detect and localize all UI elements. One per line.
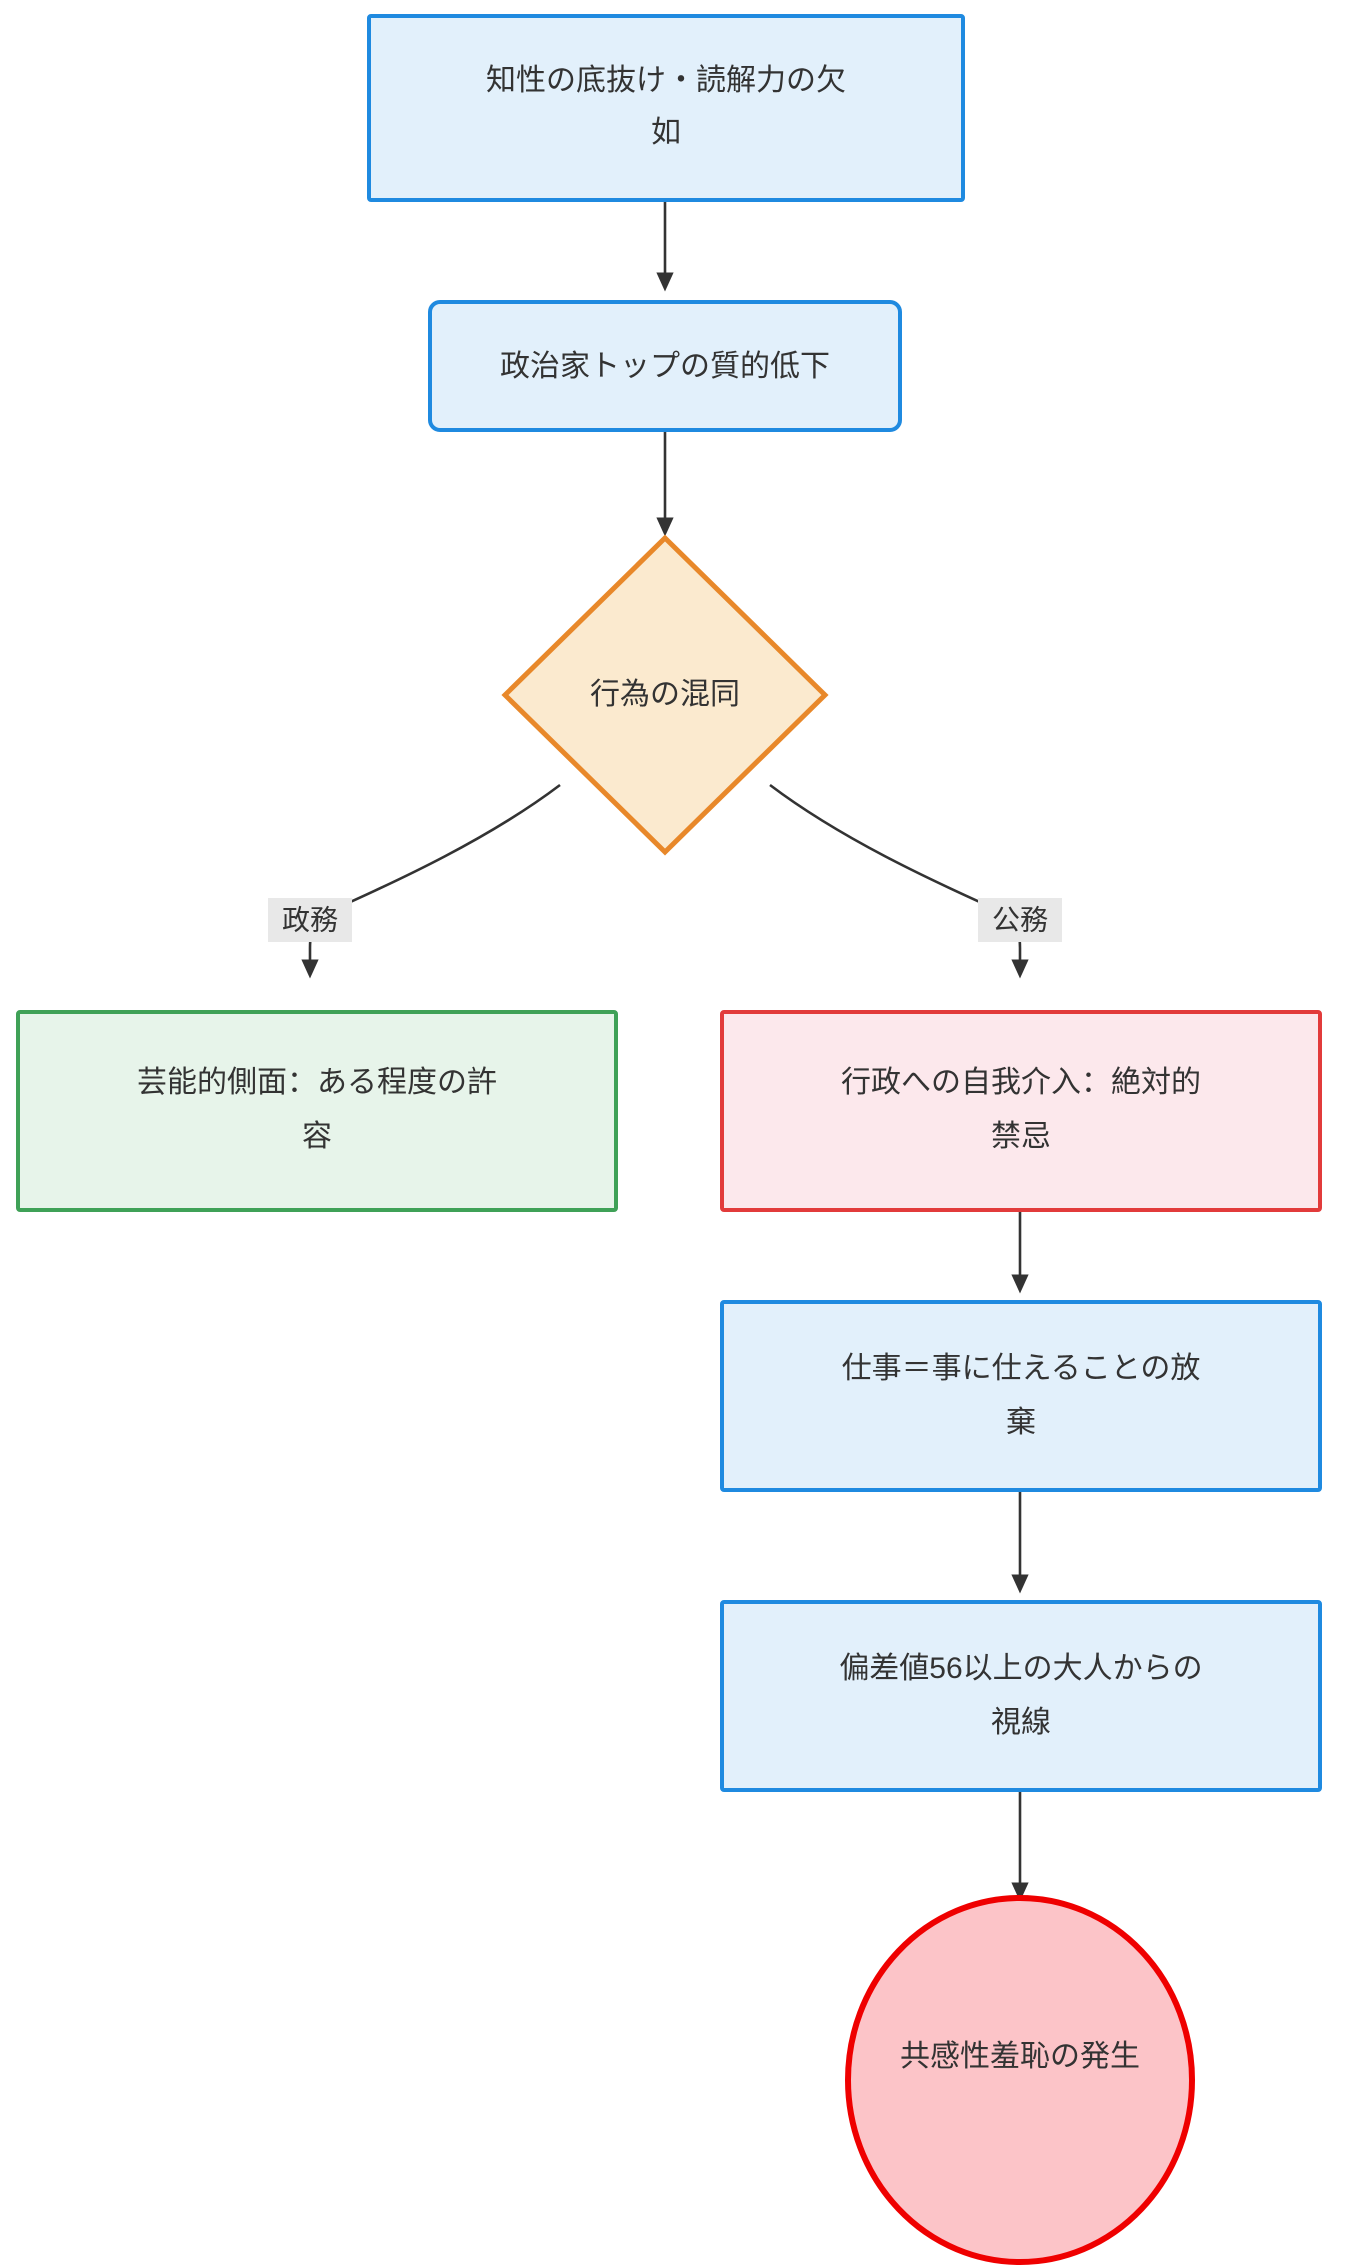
node-gyousei-eno-jiga-kainyuu[interactable]: 行政への自我介入：絶対的 禁忌 bbox=[720, 1010, 1322, 1212]
edge-label-seimu: 政務 bbox=[268, 898, 352, 942]
node-geinouteki-sokumen[interactable]: 芸能的側面：ある程度の許 容 bbox=[16, 1010, 618, 1212]
node-rect[interactable] bbox=[16, 1010, 618, 1212]
node-label-line2: 棄 bbox=[1006, 1406, 1036, 1439]
node-rect[interactable] bbox=[720, 1600, 1322, 1792]
node-seijika-top-no-shitsuteki-teika[interactable]: 政治家トップの質的低下 bbox=[428, 300, 902, 432]
node-label-line1: 行為の混同 bbox=[590, 678, 740, 711]
edge-label-koumu-bg bbox=[978, 898, 1062, 942]
node-label-line1: 偏差値56以上の大人からの bbox=[839, 1652, 1202, 1685]
node-label-line1: 知性の底抜け・読解力の欠 bbox=[486, 64, 846, 97]
node-label-line1: 行政への自我介入：絶対的 bbox=[841, 1066, 1201, 1099]
node-shigoto-koto-ni-tsukaeru[interactable]: 仕事＝事に仕えることの放 棄 bbox=[720, 1300, 1322, 1492]
node-label-line1: 仕事＝事に仕えることの放 bbox=[842, 1352, 1201, 1385]
edge-label-seimu-bg bbox=[268, 898, 352, 942]
node-rect[interactable] bbox=[720, 1010, 1322, 1212]
node-rect[interactable] bbox=[367, 14, 965, 202]
node-koui-no-kondou[interactable]: 行為の混同 bbox=[501, 534, 829, 856]
edge-label-koumu: 公務 bbox=[978, 898, 1062, 942]
edge-label-seimu-text: 政務 bbox=[282, 904, 338, 935]
node-label-line1: 共感性羞恥の発生 bbox=[900, 2040, 1140, 2073]
node-hensachi-56-ijou[interactable]: 偏差値56以上の大人からの 視線 bbox=[720, 1600, 1322, 1792]
node-rect[interactable] bbox=[720, 1300, 1322, 1492]
node-label-line2: 禁忌 bbox=[991, 1120, 1051, 1153]
node-label-line1: 芸能的側面：ある程度の許 bbox=[137, 1066, 497, 1099]
node-rect[interactable] bbox=[428, 300, 902, 432]
node-label-line2: 視線 bbox=[991, 1706, 1051, 1739]
node-chisei-no-sokonuke[interactable]: 知性の底抜け・読解力の欠 如 bbox=[367, 14, 965, 202]
node-kyoukansei-shuuchi-no-hassei[interactable]: 共感性羞恥の発生 bbox=[845, 1895, 1195, 2265]
edge-n3-n5 bbox=[769, 783, 1029, 979]
edge-n3-n4 bbox=[301, 783, 561, 979]
node-label-line2: 容 bbox=[302, 1120, 332, 1153]
edge-label-koumu-text: 公務 bbox=[992, 904, 1048, 935]
node-diamond[interactable] bbox=[501, 534, 829, 856]
node-circle[interactable] bbox=[845, 1895, 1195, 2265]
node-label-line1: 政治家トップの質的低下 bbox=[500, 350, 830, 383]
node-label-line2: 如 bbox=[651, 116, 681, 149]
